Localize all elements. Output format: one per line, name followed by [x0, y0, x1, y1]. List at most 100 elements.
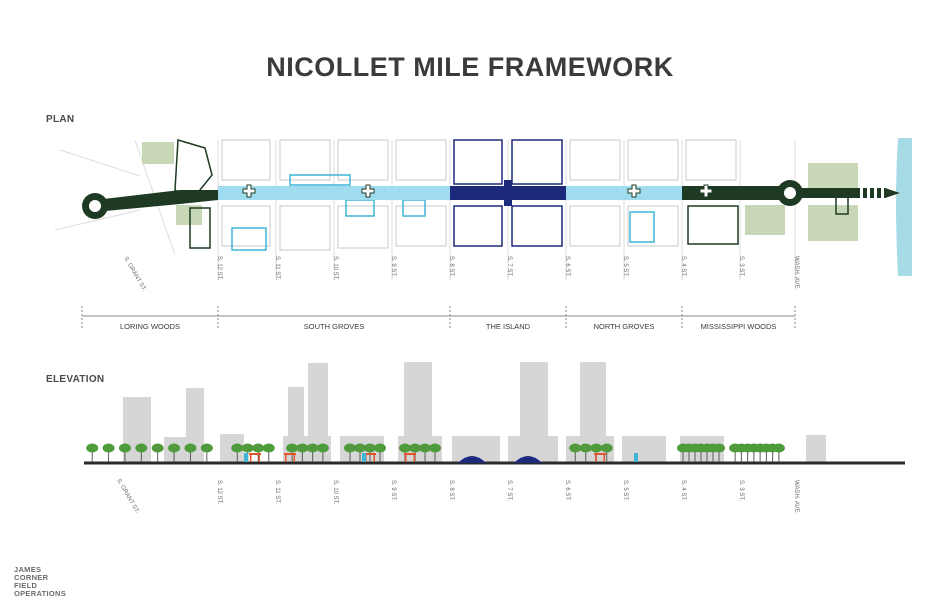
street-label: S. 4 ST. [680, 256, 686, 277]
district-label: LORING WOODS [120, 322, 180, 331]
island-mound [458, 456, 486, 463]
canopy-structure [249, 453, 261, 455]
credit-line: OPERATIONS [14, 589, 67, 598]
canopy-leg [413, 455, 415, 462]
street-label: S. GRANT ST. [122, 256, 147, 293]
canopy-leg [258, 455, 260, 462]
elevation-label: ELEVATION [46, 374, 105, 385]
tree-canopy [354, 443, 366, 453]
tree-canopy [118, 443, 131, 453]
tree-canopy [262, 443, 275, 453]
park-block [808, 205, 858, 241]
street-label: S. 5 ST. [622, 480, 628, 501]
tree-canopy [200, 443, 213, 453]
island-mound [514, 456, 542, 463]
credit-line: FIELD [14, 581, 38, 590]
street-label: S. 8 ST. [448, 256, 454, 277]
street-label: S. 7 ST. [506, 480, 512, 501]
building-tower [806, 435, 826, 463]
mall-corridor [82, 180, 900, 219]
park-block [745, 205, 785, 235]
canopy-leg [285, 455, 287, 462]
roundabout-east-center [784, 187, 796, 199]
plan-street-labels: S. GRANT ST. S. 12 ST. S. 11 ST. S. 10 ST. S… [122, 256, 799, 293]
tree-canopy [135, 443, 148, 453]
district-label: THE ISLAND [486, 322, 531, 331]
tree-canopy [399, 443, 411, 453]
canopy-leg [405, 455, 407, 462]
street-label: S. 6 ST. [564, 256, 570, 277]
credit-logo: JAMES CORNER FIELD OPERATIONS [14, 566, 66, 598]
street-label: S. 12 ST. [216, 480, 222, 505]
street-label: S. 5 ST. [622, 256, 628, 277]
tree-canopy [429, 443, 441, 453]
street-label: S. 10 ST. [332, 256, 338, 281]
corridor-south-groves [218, 186, 450, 200]
elevation-section [84, 362, 905, 465]
tree-canopy [151, 443, 164, 453]
park-block [176, 205, 202, 225]
building-tower [622, 436, 666, 463]
island-plaza [504, 180, 512, 206]
tree-canopy [364, 443, 376, 453]
district-label: SOUTH GROVES [304, 322, 364, 331]
grove-figure [244, 453, 248, 462]
canopy-structure [364, 453, 376, 455]
canopy-structure [284, 453, 296, 455]
canopy-leg [595, 455, 597, 462]
building-tower [288, 387, 304, 437]
tree-canopy [374, 443, 386, 453]
district-label: MISSISSIPPI WOODS [701, 322, 777, 331]
tree-canopy [419, 443, 431, 453]
building-tower [123, 397, 151, 463]
street-label: S. 6 ST. [564, 480, 570, 501]
street-label: S. 11 ST. [274, 480, 280, 504]
street-label: S. 10 ST. [332, 480, 338, 505]
plan-label: PLAN [46, 114, 75, 125]
tree-canopy [772, 443, 785, 453]
roundabout-west-center [89, 200, 101, 212]
canopy-leg [250, 455, 252, 462]
canopy-structure [404, 453, 416, 455]
tree-canopy [600, 443, 613, 453]
tree-canopy [286, 443, 299, 453]
corridor-end-arrow [800, 188, 900, 198]
street-label: S. 7 ST. [506, 256, 512, 277]
elevation-street-labels: S. GRANT ST. S. 12 ST. S. 11 ST. S. 10 ST. S… [115, 478, 799, 515]
tree-canopy [569, 443, 582, 453]
corridor-loring-woods [95, 190, 218, 212]
street-label: S. 3 ST. [738, 256, 744, 277]
district-label: NORTH GROVES [594, 322, 655, 331]
tree-canopy [168, 443, 181, 453]
tree-canopy [184, 443, 197, 453]
canopy-leg [293, 455, 295, 462]
tree-canopy [316, 443, 329, 453]
street-label: S. 8 ST. [448, 480, 454, 501]
street-label: S. 9 ST. [390, 256, 396, 277]
tree-canopy [296, 443, 309, 453]
street-label: WASH. AVE. [793, 480, 799, 514]
corridor-north-groves [566, 186, 682, 200]
grove-figure [634, 453, 638, 462]
canopy-structure [594, 453, 606, 455]
tree-canopy [252, 443, 265, 453]
tree-canopy [409, 443, 421, 453]
street-label: WASH. AVE. [793, 256, 799, 290]
corridor-mississippi-woods [682, 186, 785, 200]
tree-canopy [579, 443, 592, 453]
tree-canopy [102, 443, 115, 453]
tree-canopy [86, 443, 99, 453]
tree-canopy [306, 443, 319, 453]
canopy-leg [373, 455, 375, 462]
river-shape [896, 138, 912, 276]
street-label: S. 3 ST. [738, 480, 744, 501]
district-bar: LORING WOODS SOUTH GROVES THE ISLAND NORTH … [81, 306, 796, 331]
street-label: S. 12 ST. [216, 256, 222, 281]
credit-line: CORNER [14, 573, 49, 582]
street-label: S. 11 ST. [274, 256, 280, 280]
plan-context [54, 138, 912, 280]
tree-canopy [713, 443, 725, 453]
page-title: NICOLLET MILE FRAMEWORK [266, 52, 674, 82]
street-label: S. GRANT ST. [115, 478, 140, 515]
